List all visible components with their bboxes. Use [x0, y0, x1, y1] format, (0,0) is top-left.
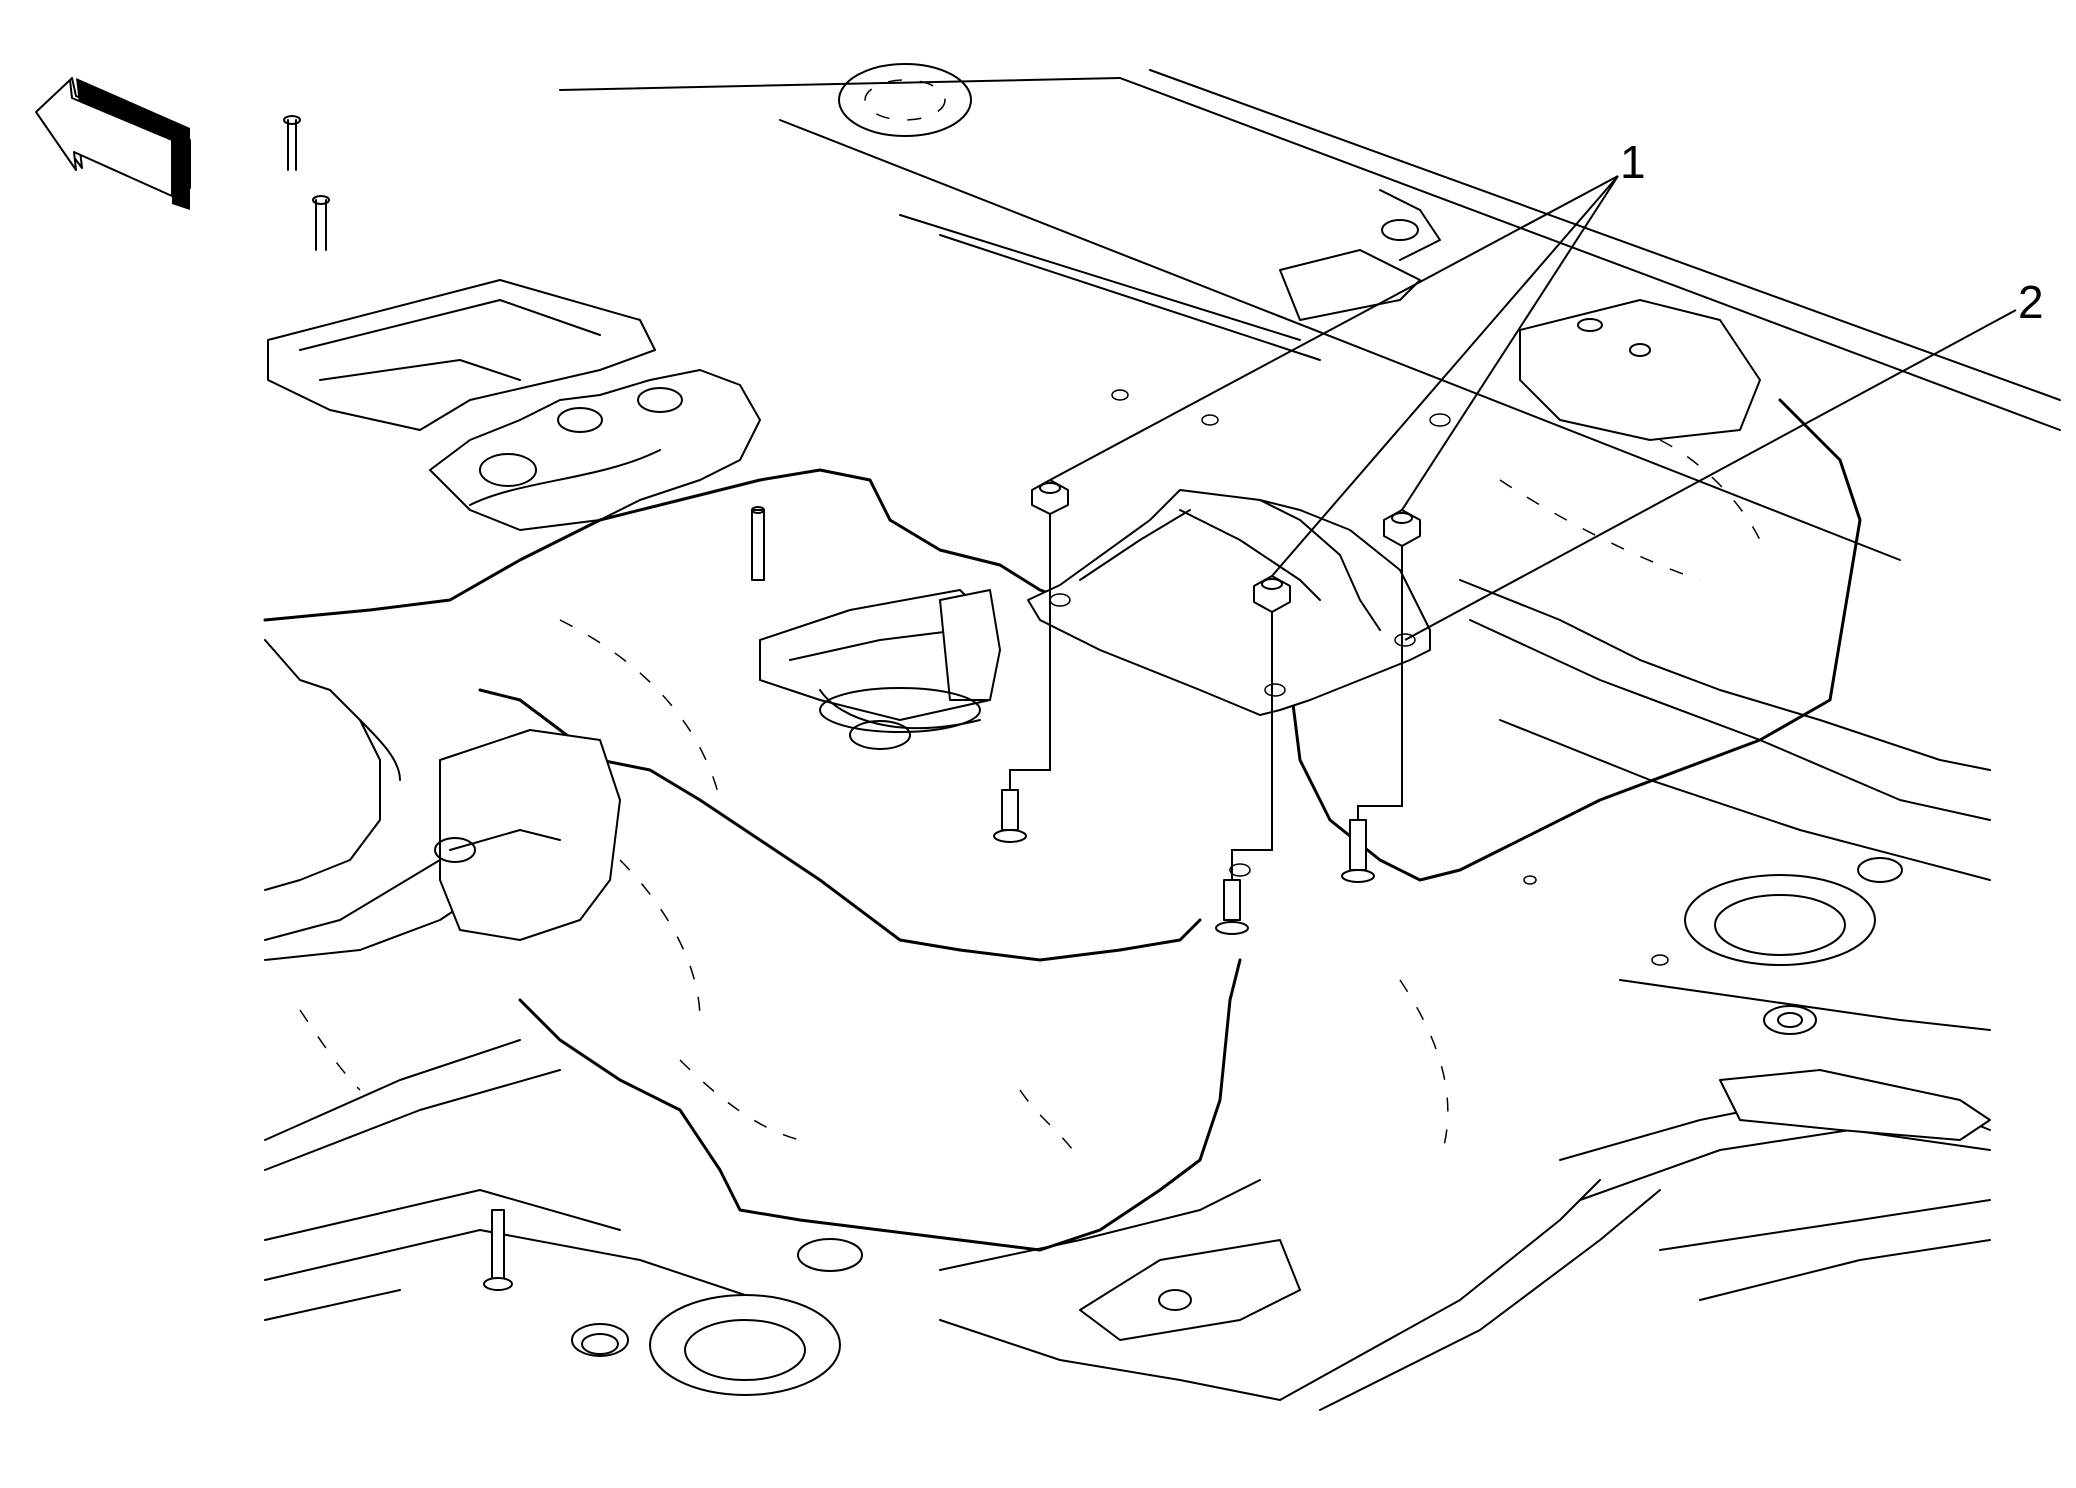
- stud-bottom-left: [483, 1209, 513, 1291]
- nut-1: [1031, 479, 1069, 515]
- stud-center-left: [751, 506, 765, 581]
- underbody-floor-pan: [263, 63, 2061, 1411]
- bracket: [1027, 489, 1431, 716]
- callout-1-leaders: [1049, 175, 1619, 577]
- callout-label-1: 1: [1620, 136, 1646, 188]
- callout-label-2: 2: [2018, 276, 2044, 328]
- nut-3: [1383, 509, 1421, 547]
- stud-1: [993, 789, 1027, 843]
- front-direction-arrow-icon: [35, 77, 191, 210]
- installation-lines: [1009, 514, 1403, 880]
- stud-2: [1215, 879, 1249, 935]
- stud-3: [1341, 819, 1375, 883]
- nut-2: [1253, 575, 1291, 613]
- callout-2-leader: [1404, 309, 2017, 641]
